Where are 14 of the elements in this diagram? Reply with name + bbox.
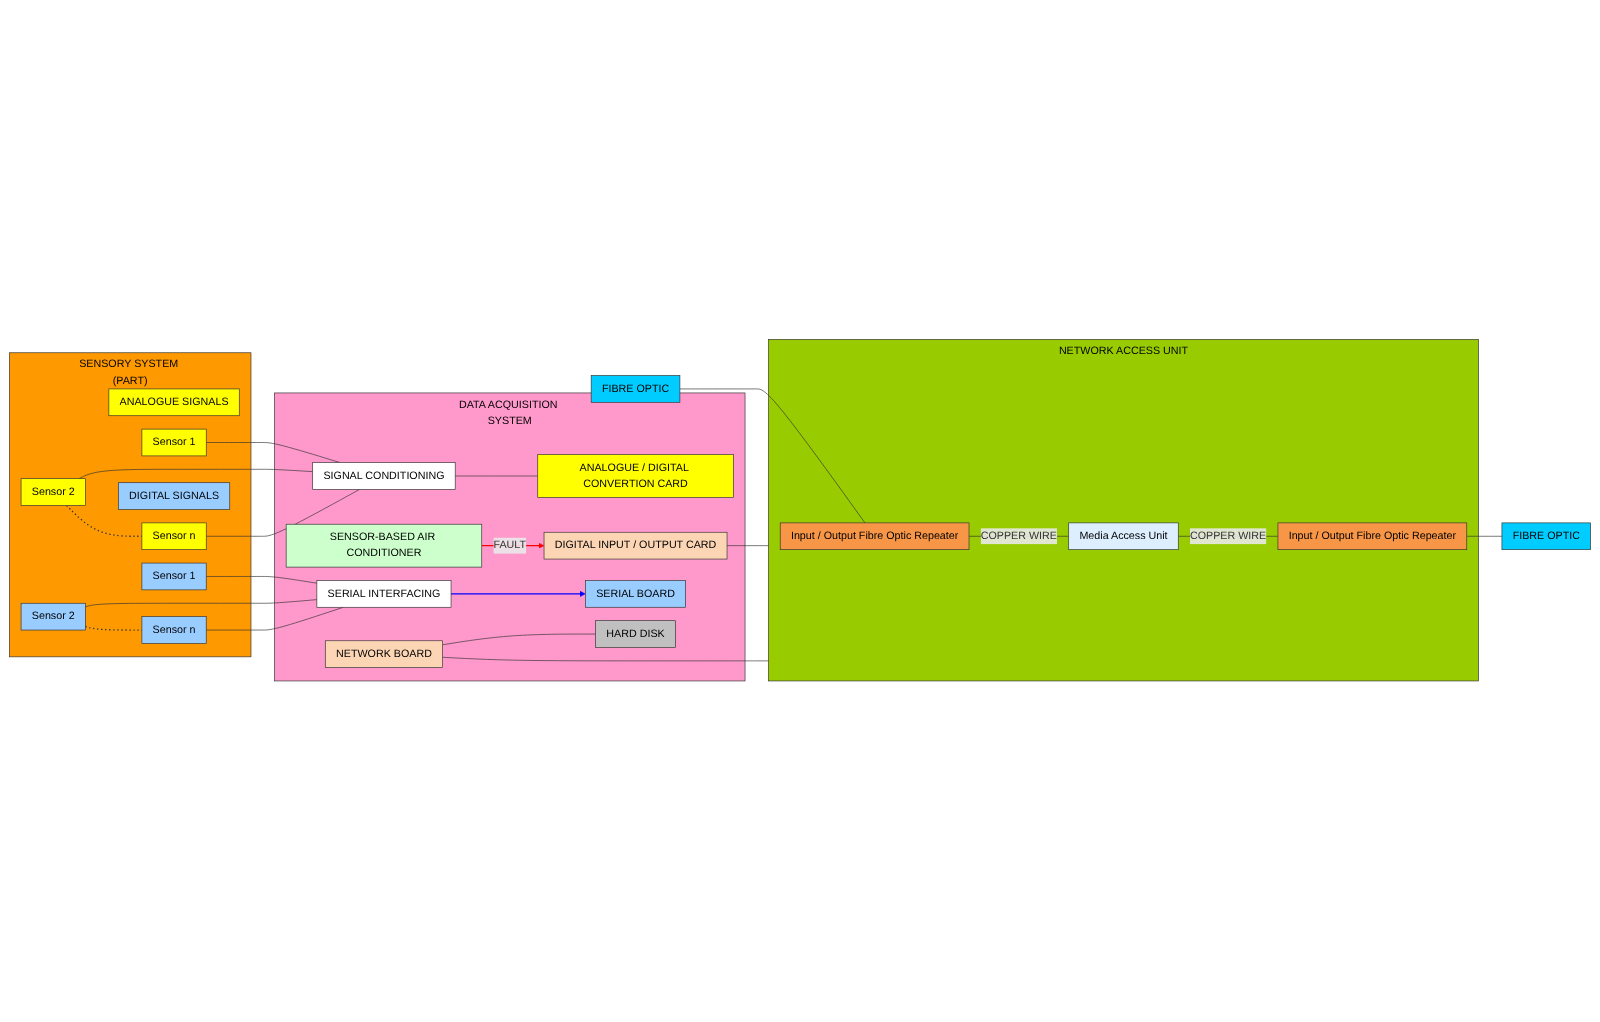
- connector: [442, 634, 596, 646]
- connector: [205, 489, 360, 538]
- connector: [1466, 536, 1503, 538]
- connector: [679, 389, 866, 525]
- connector: [726, 546, 769, 547]
- connector: [78, 469, 314, 480]
- connector: [205, 443, 341, 464]
- connector: [442, 657, 769, 663]
- connector: [85, 600, 318, 608]
- connector: [454, 476, 539, 478]
- arrow: [450, 591, 586, 598]
- connector: [65, 505, 143, 538]
- connector: [84, 626, 143, 632]
- connector: [205, 576, 318, 585]
